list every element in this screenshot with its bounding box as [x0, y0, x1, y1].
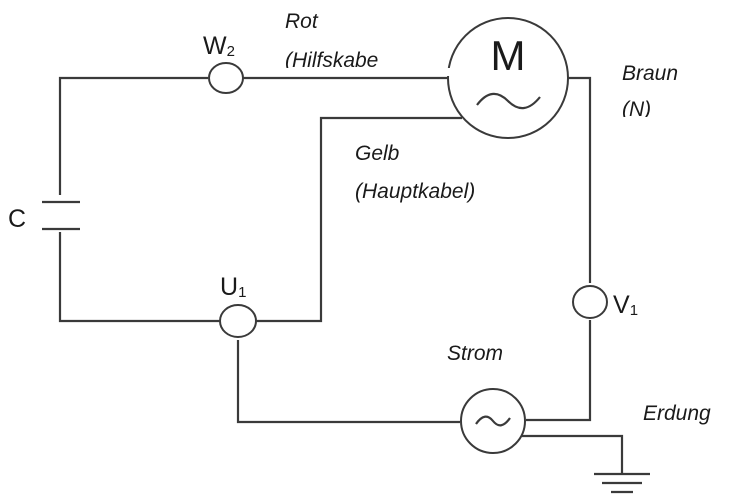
wire-capacitor-to-u1 — [58, 232, 220, 323]
label-rot: Rot — [285, 10, 319, 33]
n-clip-mask — [610, 117, 690, 127]
wire-u1-to-motor-main — [256, 116, 462, 323]
wire-capacitor-to-w2 — [58, 76, 208, 195]
terminal-u1 — [219, 304, 257, 338]
motor-symbol: M — [447, 17, 569, 139]
motor-sine-icon — [476, 92, 541, 110]
label-v1: V1 — [613, 291, 638, 319]
terminal-w2 — [208, 62, 244, 94]
wires — [58, 76, 624, 474]
motor-label: M — [491, 32, 526, 79]
ac-sine-icon — [475, 415, 511, 427]
ground-icon — [594, 472, 650, 494]
label-hauptkabel: (Hauptkabel) — [355, 180, 475, 203]
label-erdung: Erdung — [643, 402, 711, 425]
label-w2: W2 — [203, 32, 235, 60]
label-n: (N) — [622, 98, 651, 121]
label-gelb: Gelb — [355, 142, 400, 165]
wire-strom-to-ground — [520, 434, 624, 474]
power-source-symbol — [460, 388, 526, 454]
label-u1: U1 — [220, 273, 246, 301]
wire-v1-to-strom — [526, 320, 592, 422]
capacitor-symbol — [42, 200, 80, 231]
wire-motor-to-v1 — [567, 76, 592, 283]
label-hilfskabel: (Hilfskabe — [285, 49, 378, 72]
label-capacitor: C — [8, 205, 26, 233]
label-strom: Strom — [447, 342, 503, 365]
hilfskabel-clip-mask — [270, 68, 450, 76]
wire-strom-to-u1 — [236, 340, 460, 424]
label-braun: Braun — [622, 62, 678, 85]
terminal-v1 — [572, 285, 608, 319]
